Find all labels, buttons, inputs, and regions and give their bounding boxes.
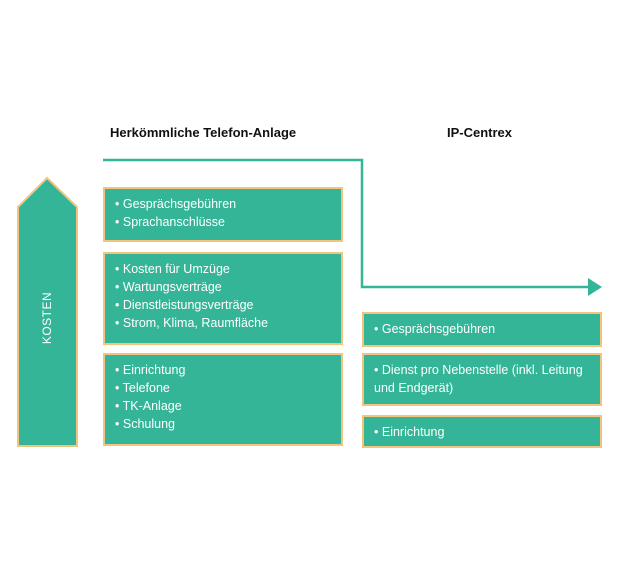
- list-item: Schulung: [115, 415, 331, 433]
- cost-up-arrow: [17, 176, 78, 447]
- list-item: Telefone: [115, 379, 331, 397]
- left-cost-box-setup: Einrichtung Telefone TK-Anlage Schulung: [103, 353, 343, 446]
- cost-arrow-label: KOSTEN: [40, 291, 54, 345]
- list-item: Gesprächsgebühren: [115, 195, 331, 213]
- list-item: TK-Anlage: [115, 397, 331, 415]
- heading-ip-centrex: IP-Centrex: [447, 125, 513, 140]
- list-item: Einrichtung: [115, 361, 331, 379]
- list-item: Wartungsverträge: [115, 278, 331, 296]
- list-item: Gesprächsgebühren: [374, 320, 590, 338]
- list-item: Kosten für Umzüge: [115, 260, 331, 278]
- transition-arrowhead: [588, 278, 602, 296]
- transition-line: [103, 158, 590, 289]
- left-cost-box-calls: Gesprächsgebühren Sprachanschlüsse: [103, 187, 343, 242]
- list-item: Dienstleistungsverträge: [115, 296, 331, 314]
- right-cost-box-setup: Einrichtung: [362, 415, 602, 448]
- right-cost-box-calls: Gesprächsgebühren: [362, 312, 602, 347]
- list-item: Dienst pro Nebenstelle (inkl. Leitung un…: [374, 361, 590, 397]
- left-cost-box-operations: Kosten für Umzüge Wartungsverträge Diens…: [103, 252, 343, 345]
- right-cost-box-extension-service: Dienst pro Nebenstelle (inkl. Leitung un…: [362, 353, 602, 406]
- heading-traditional-pbx: Herkömmliche Telefon-Anlage: [110, 125, 297, 140]
- list-item: Strom, Klima, Raumfläche: [115, 314, 331, 332]
- list-item: Einrichtung: [374, 423, 590, 441]
- list-item: Sprachanschlüsse: [115, 213, 331, 231]
